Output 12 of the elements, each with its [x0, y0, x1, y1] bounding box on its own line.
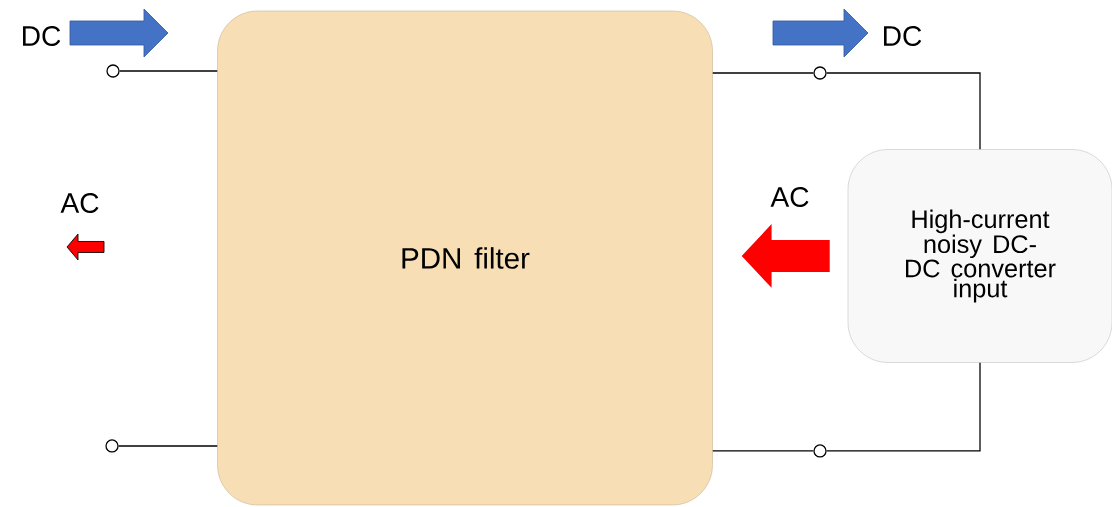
wire — [826, 362, 981, 452]
flow-label: AC — [60, 193, 99, 213]
wire — [119, 70, 218, 72]
process-box: PDN filter — [217, 10, 713, 506]
wire — [118, 445, 218, 447]
wire — [712, 72, 814, 74]
converter-box: High-current noisy DC-DC converter input — [847, 149, 1112, 363]
edge-label: AC — [770, 187, 809, 207]
flow-label: DC — [23, 26, 61, 46]
wire — [826, 72, 981, 150]
flow-label: DC — [884, 26, 922, 46]
wire — [712, 450, 814, 452]
